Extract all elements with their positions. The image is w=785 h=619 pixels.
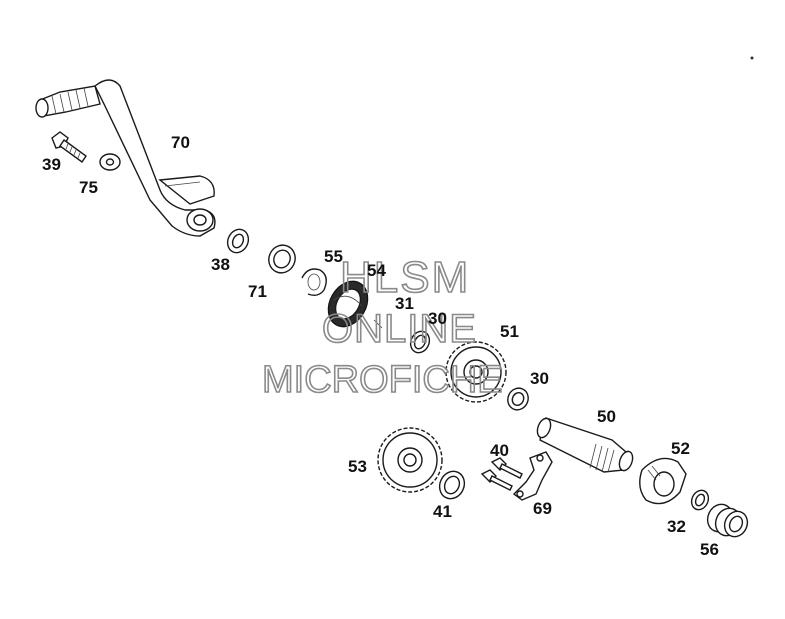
callout-53: 53 [348, 457, 367, 476]
watermark: HLSM ONLINE MICROFICHE [261, 252, 503, 402]
ratchet-part-52 [639, 457, 687, 505]
callout-55: 55 [324, 247, 343, 266]
gear-part-51 [445, 341, 507, 403]
kickstart-lever-part-70 [35, 79, 216, 237]
bolt-part-39 [51, 131, 87, 163]
callout-51: 51 [500, 322, 519, 341]
callout-38: 38 [211, 255, 230, 274]
callout-31: 31 [395, 294, 414, 313]
bushing-part-38 [226, 228, 250, 254]
corner-mark [750, 56, 754, 60]
pin-part-31 [373, 319, 383, 329]
callout-54: 54 [367, 261, 386, 280]
callout-70: 70 [171, 133, 190, 152]
seal-part-71 [268, 244, 296, 274]
callout-30-lower: 30 [530, 369, 549, 388]
washer-part-75 [99, 153, 121, 171]
spring-part-54 [327, 280, 369, 328]
watermark-line-3: MICROFICHE [262, 359, 503, 401]
washer-part-30-upper [409, 330, 431, 354]
watermark-line-1: HLSM [340, 253, 470, 302]
gear-part-53 [377, 427, 443, 493]
circlip-part-55 [301, 268, 327, 297]
callout-56: 56 [700, 540, 719, 559]
bolts-part-40 [480, 457, 523, 491]
callout-75: 75 [79, 178, 98, 197]
shaft-part-50 [536, 417, 634, 473]
washer-part-32 [690, 489, 710, 511]
callout-71: 71 [248, 282, 267, 301]
washer-part-30-lower [507, 387, 529, 411]
callout-50: 50 [597, 407, 616, 426]
callout-32: 32 [667, 517, 686, 536]
watermark-line-2: ONLINE [322, 307, 477, 351]
callout-52: 52 [671, 439, 690, 458]
callout-41: 41 [433, 502, 452, 521]
washer-part-41 [438, 470, 466, 500]
callout-39: 39 [42, 155, 61, 174]
callout-40: 40 [490, 441, 509, 460]
callout-labels: 70 39 75 38 71 55 54 31 30 51 30 50 53 4… [42, 133, 719, 559]
spring-part-56 [706, 503, 749, 538]
callout-69: 69 [533, 499, 552, 518]
stopper-plate-part-69 [512, 451, 553, 501]
callout-30-upper: 30 [428, 309, 447, 328]
